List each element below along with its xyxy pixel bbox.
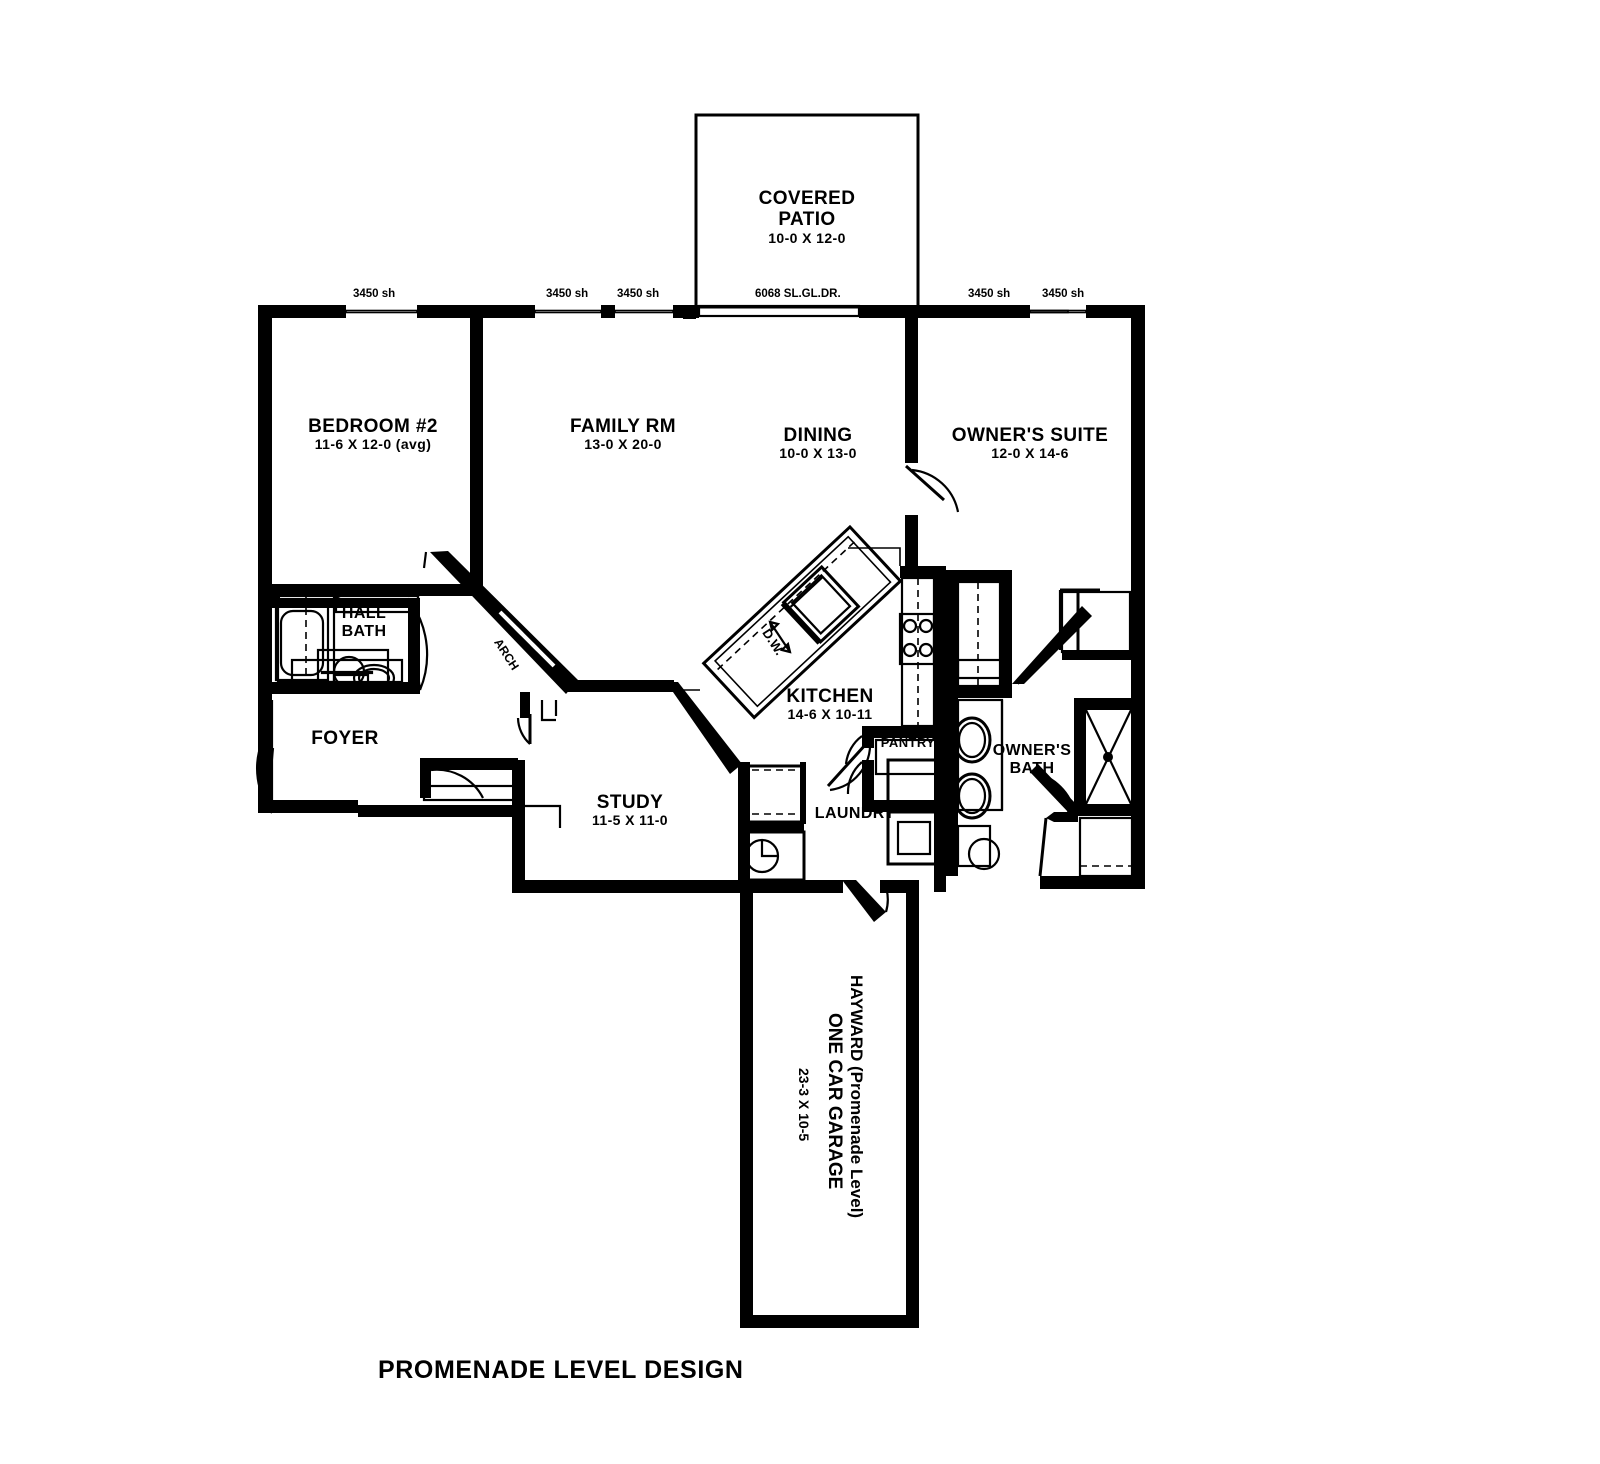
study-name: STUDY (596, 792, 664, 813)
family-room-dimensions: 13-0 X 20-0 (584, 436, 662, 453)
room-label-bedroom-2: BEDROOM #2 11-6 X 12-0 (avg) (278, 416, 468, 453)
laundry-name: LAUNDRY (814, 805, 896, 822)
window-label-6: 3450 sh (1042, 288, 1085, 300)
page-title: PROMENADE LEVEL DESIGN (378, 1356, 744, 1384)
kitchen-dimensions: 14-6 X 10-11 (787, 706, 873, 723)
garage-dimensions: 23-3 X 10-5 (796, 1068, 812, 1142)
room-label-pantry: PANTRY (868, 735, 948, 751)
garage-name-line2: ONE CAR GARAGE (824, 1013, 845, 1190)
dining-dimensions: 10-0 X 13-0 (779, 445, 857, 462)
garage-name-line1: HAYWARD (Promenade Level) (847, 975, 866, 1219)
garage-walls (740, 880, 919, 1328)
owners-bath-name-line1: OWNER'S (992, 742, 1072, 759)
hall-bath-walls (272, 596, 429, 694)
study-dimensions: 11-5 X 11-0 (591, 812, 668, 829)
room-label-owners-bath: OWNER'S BATH (978, 742, 1086, 778)
kitchen-name: KITCHEN (786, 686, 874, 707)
owners-suite-name: OWNER'S SUITE (951, 425, 1109, 446)
covered-patio-name-line2: PATIO (778, 209, 836, 231)
foyer-entry-door (256, 700, 275, 814)
room-label-covered-patio: COVERED PATIO 10-0 X 12-0 (712, 188, 902, 246)
room-label-laundry: LAUNDRY (800, 805, 910, 823)
bedroom-2-name: BEDROOM #2 (308, 416, 438, 437)
hall-bath-name-line2: BATH (341, 622, 387, 640)
covered-patio-dimensions: 10-0 X 12-0 (768, 229, 846, 246)
exterior-wall-right (1040, 305, 1145, 889)
room-label-garage-dimensions: 23-3 X 10-5 (796, 1068, 812, 1141)
family-room-name: FAMILY RM (569, 416, 676, 437)
exterior-wall-left (258, 305, 520, 817)
room-label-owners-suite: OWNER'S SUITE 12-0 X 14-6 (930, 425, 1130, 462)
arch-diagonal-wall (422, 551, 578, 694)
owners-suite-dimensions: 12-0 X 14-6 (991, 445, 1069, 462)
room-label-garage-line2: ONE CAR GARAGE (823, 1013, 845, 1189)
window-label-2: 3450 sh (546, 288, 589, 300)
bedroom-2-dimensions: 11-6 X 12-0 (avg) (314, 436, 432, 453)
room-label-hall-bath: HALL BATH (318, 605, 410, 641)
hall-bath-name-line1: HALL (341, 605, 387, 622)
room-label-garage-line1: HAYWARD (Promenade Level) (846, 975, 866, 1218)
room-label-foyer: FOYER (270, 728, 420, 749)
dining-owners-wall (904, 318, 960, 571)
room-label-family-room: FAMILY RM 13-0 X 20-0 (528, 416, 718, 453)
owners-bath-name-line2: BATH (1009, 759, 1055, 777)
window-label-1: 3450 sh (353, 288, 396, 300)
study-walls (420, 680, 747, 893)
window-label-3: 3450 sh (617, 288, 660, 300)
window-label-slider: 6068 SL.GL.DR. (755, 288, 841, 300)
room-label-study: STUDY 11-5 X 11-0 (545, 792, 715, 829)
exterior-wall-top (258, 304, 1145, 319)
room-label-dining: DINING 10-0 X 13-0 (733, 425, 903, 462)
owners-suite-walls (946, 570, 1134, 878)
room-label-kitchen: KITCHEN 14-6 X 10-11 (750, 686, 910, 723)
dining-name: DINING (783, 425, 853, 446)
covered-patio-name-line1: COVERED (758, 188, 856, 209)
window-label-5: 3450 sh (968, 288, 1011, 300)
foyer-name: FOYER (311, 728, 379, 749)
pantry-name: PANTRY (880, 735, 936, 750)
